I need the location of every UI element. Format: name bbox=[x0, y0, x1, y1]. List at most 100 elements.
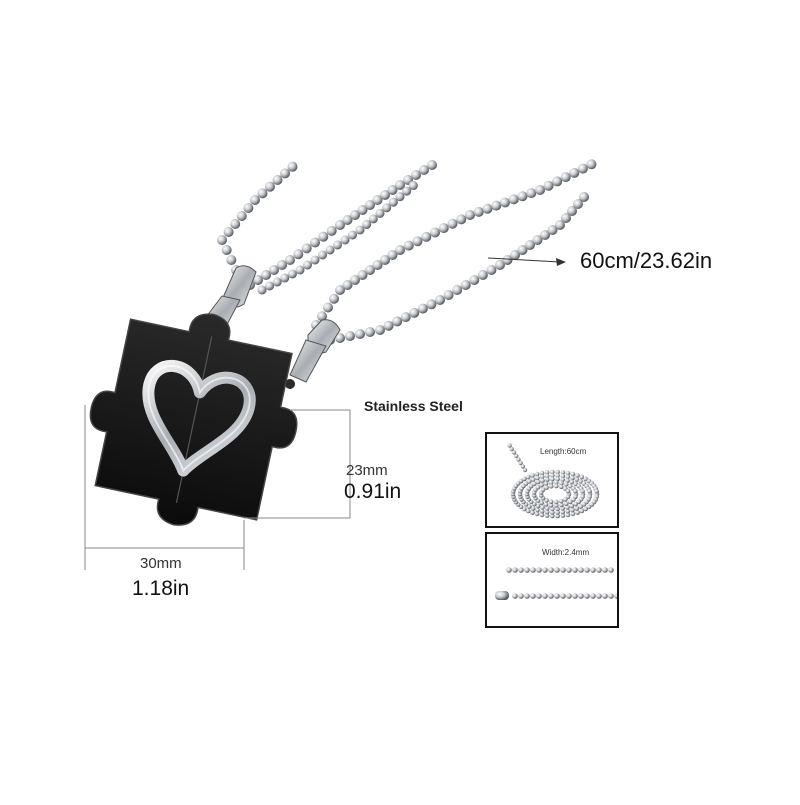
chain-bead bbox=[435, 295, 445, 305]
chain-bead bbox=[236, 211, 247, 221]
chain-bead bbox=[460, 280, 471, 290]
chain-bead bbox=[421, 231, 432, 242]
chain-bead bbox=[579, 192, 589, 202]
chain-bead bbox=[400, 312, 411, 323]
chain-bead bbox=[517, 191, 528, 202]
chain-bead bbox=[310, 237, 320, 248]
chain-bead bbox=[502, 255, 513, 265]
chain-bead bbox=[387, 185, 398, 195]
chain-bead bbox=[525, 240, 535, 250]
chain-bead bbox=[365, 327, 375, 337]
chain-bead bbox=[395, 192, 405, 202]
chain-bead bbox=[250, 195, 260, 205]
chain-bead bbox=[380, 190, 390, 200]
chain-bead bbox=[408, 181, 418, 191]
chain-bead bbox=[253, 275, 263, 285]
chain-bead bbox=[388, 197, 398, 207]
chain-bead bbox=[452, 285, 463, 295]
chain-bead bbox=[277, 260, 287, 270]
chain-bead bbox=[372, 260, 383, 270]
chain-bead bbox=[301, 243, 312, 254]
chain-bead bbox=[323, 302, 333, 313]
chain-bead bbox=[368, 214, 378, 224]
chain-bead bbox=[526, 188, 537, 199]
chain-bead bbox=[495, 260, 505, 270]
chain-bead bbox=[375, 208, 385, 218]
chain-bead bbox=[383, 320, 394, 331]
chain-bead bbox=[329, 293, 339, 304]
chain-bead bbox=[426, 299, 437, 310]
bead-chains bbox=[217, 159, 597, 345]
chain-bead bbox=[411, 170, 421, 180]
chain-clasp-photo bbox=[495, 567, 617, 600]
chain-bead bbox=[221, 245, 232, 255]
chain-length-inset: Length:60cm bbox=[485, 432, 619, 528]
chain-bead bbox=[362, 219, 372, 229]
chain-bead bbox=[335, 285, 345, 295]
chain-bead bbox=[477, 270, 488, 280]
chain-bead bbox=[517, 245, 528, 255]
chain-bead bbox=[573, 199, 583, 209]
chain-bead bbox=[417, 303, 428, 314]
chain-bead bbox=[387, 250, 398, 260]
chain-bead bbox=[350, 210, 360, 220]
chain-bead bbox=[365, 200, 375, 210]
chain-bead bbox=[261, 270, 271, 280]
chain-bead bbox=[326, 225, 337, 236]
coiled-chain-photo bbox=[507, 443, 600, 519]
chain-bead bbox=[555, 220, 565, 230]
chain-bead bbox=[412, 236, 423, 247]
chain-bead bbox=[340, 235, 350, 245]
chain-bead bbox=[438, 223, 449, 234]
chain-bead bbox=[430, 227, 440, 238]
chain-bead bbox=[465, 210, 475, 220]
chain-bead bbox=[365, 265, 375, 275]
chain-bead bbox=[403, 240, 414, 251]
chain-bead bbox=[342, 280, 353, 290]
chain-bead bbox=[561, 213, 571, 223]
chain-width-inset: Width:2.4mm bbox=[485, 532, 619, 628]
chain-bead bbox=[318, 231, 329, 242]
chain-bead bbox=[325, 245, 335, 255]
chain-bead bbox=[272, 175, 283, 185]
chain-bead bbox=[265, 281, 275, 291]
chain-bead bbox=[303, 260, 312, 270]
chain-bead bbox=[547, 225, 558, 235]
chain-bead bbox=[269, 265, 279, 275]
chain-bead bbox=[333, 240, 342, 250]
inset-width-caption: Width:2.4mm bbox=[542, 548, 590, 557]
chain-bead bbox=[257, 285, 267, 295]
chain-bead bbox=[272, 277, 282, 287]
chain-bead bbox=[342, 215, 353, 225]
chain-length-label: 60cm/23.62in bbox=[580, 248, 713, 273]
chain-bead bbox=[293, 249, 304, 260]
chain-bead bbox=[535, 185, 545, 195]
chain-bead bbox=[380, 255, 390, 265]
chain-bead bbox=[552, 176, 563, 187]
chain-bead bbox=[348, 230, 357, 240]
chain-bead bbox=[402, 186, 412, 196]
chain-bead bbox=[355, 225, 365, 235]
chain-bead bbox=[285, 255, 295, 265]
chain-bead bbox=[280, 273, 290, 283]
chain-bead bbox=[226, 255, 237, 265]
chain-bead bbox=[357, 205, 368, 215]
chain-bead bbox=[287, 269, 297, 279]
chain-bead bbox=[491, 200, 502, 211]
chain-bead bbox=[392, 316, 403, 327]
chain-bead bbox=[586, 159, 597, 170]
chain-bead bbox=[382, 203, 392, 213]
chain-bead bbox=[473, 206, 484, 217]
chain-bead bbox=[482, 203, 493, 214]
chain-bead bbox=[447, 218, 458, 229]
chain-bead bbox=[243, 203, 254, 213]
chain-bead bbox=[577, 163, 588, 174]
chain-bead bbox=[500, 197, 510, 208]
chain-bead bbox=[335, 333, 345, 343]
chain-bead bbox=[223, 227, 234, 237]
chain-bead bbox=[355, 329, 365, 339]
chain-bead bbox=[295, 265, 305, 275]
chain-bead bbox=[375, 325, 385, 335]
chain-bead bbox=[318, 250, 327, 260]
